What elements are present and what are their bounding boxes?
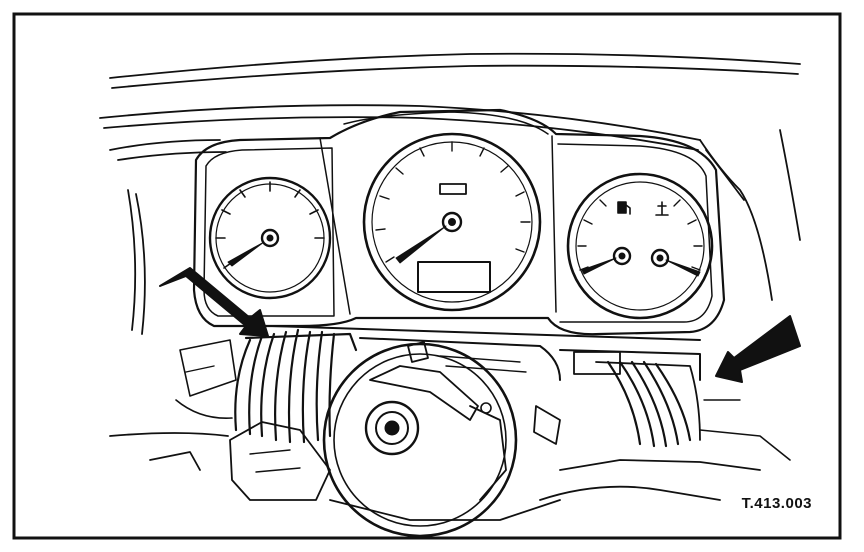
steering-column-trim xyxy=(109,421,761,521)
odometer-window xyxy=(439,183,467,195)
arrow-left-pointer-icon xyxy=(159,267,269,337)
figure-reference-label: T.413.003 xyxy=(741,495,812,512)
steering-wheel xyxy=(322,341,561,538)
speedometer-gauge xyxy=(362,132,542,312)
coolant-temp-icon xyxy=(655,201,669,216)
figure-frame xyxy=(12,12,842,540)
right-stalk-switch xyxy=(595,360,791,461)
tachometer-gauge xyxy=(208,176,332,300)
fuel-pump-icon xyxy=(617,201,631,215)
left-stalk-switch xyxy=(175,328,358,444)
arrow-right-pointer-icon xyxy=(715,315,801,383)
fuel-temp-gauge xyxy=(566,172,714,320)
cluster-housing xyxy=(192,108,726,336)
trip-display xyxy=(417,261,491,293)
